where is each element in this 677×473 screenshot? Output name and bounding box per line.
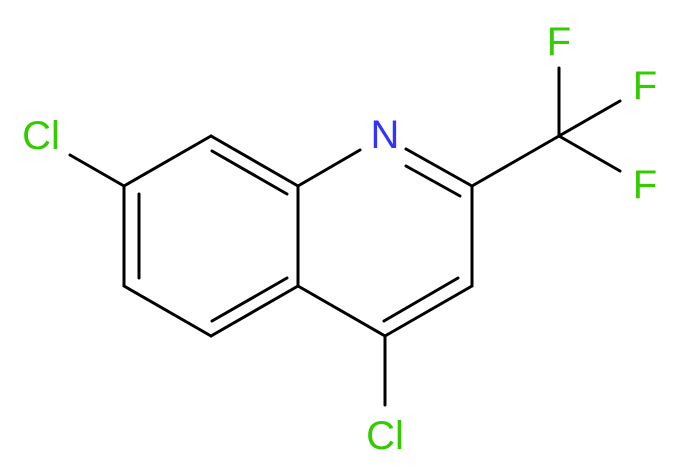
bond-n1-c2-inner [404, 164, 462, 198]
atom-f-bottom: F [633, 163, 657, 207]
bond-c6-c5 [122, 284, 213, 338]
bond-cf3-f-right [557, 99, 622, 138]
atom-f-top: F [547, 20, 571, 64]
bond-n1-c2-double [404, 147, 474, 188]
bond-c8-c8a-inner [210, 149, 289, 196]
atom-n-1: N [371, 113, 400, 157]
atom-cl-7: Cl [22, 114, 60, 158]
bond-c5-c4a-double [209, 284, 300, 338]
bond-c7-c8 [122, 134, 213, 188]
bond-c3-c4-inner [382, 276, 460, 323]
bond-c5-c4a-inner [210, 276, 289, 323]
bond-c7-cl [68, 153, 126, 188]
bond-c2-cf3 [470, 134, 561, 188]
bond-c8a-n1 [296, 148, 362, 188]
atom-cl-4: Cl [366, 414, 404, 458]
bonds [68, 66, 622, 407]
bond-c3-c4-double [383, 284, 474, 338]
bond-c8-c8a-double [209, 134, 300, 188]
bond-c4-c4a [296, 284, 387, 338]
atom-labels: Cl N Cl F F F [22, 20, 657, 458]
bond-cf3-f-bottom [557, 134, 622, 173]
atom-f-right: F [633, 64, 657, 108]
